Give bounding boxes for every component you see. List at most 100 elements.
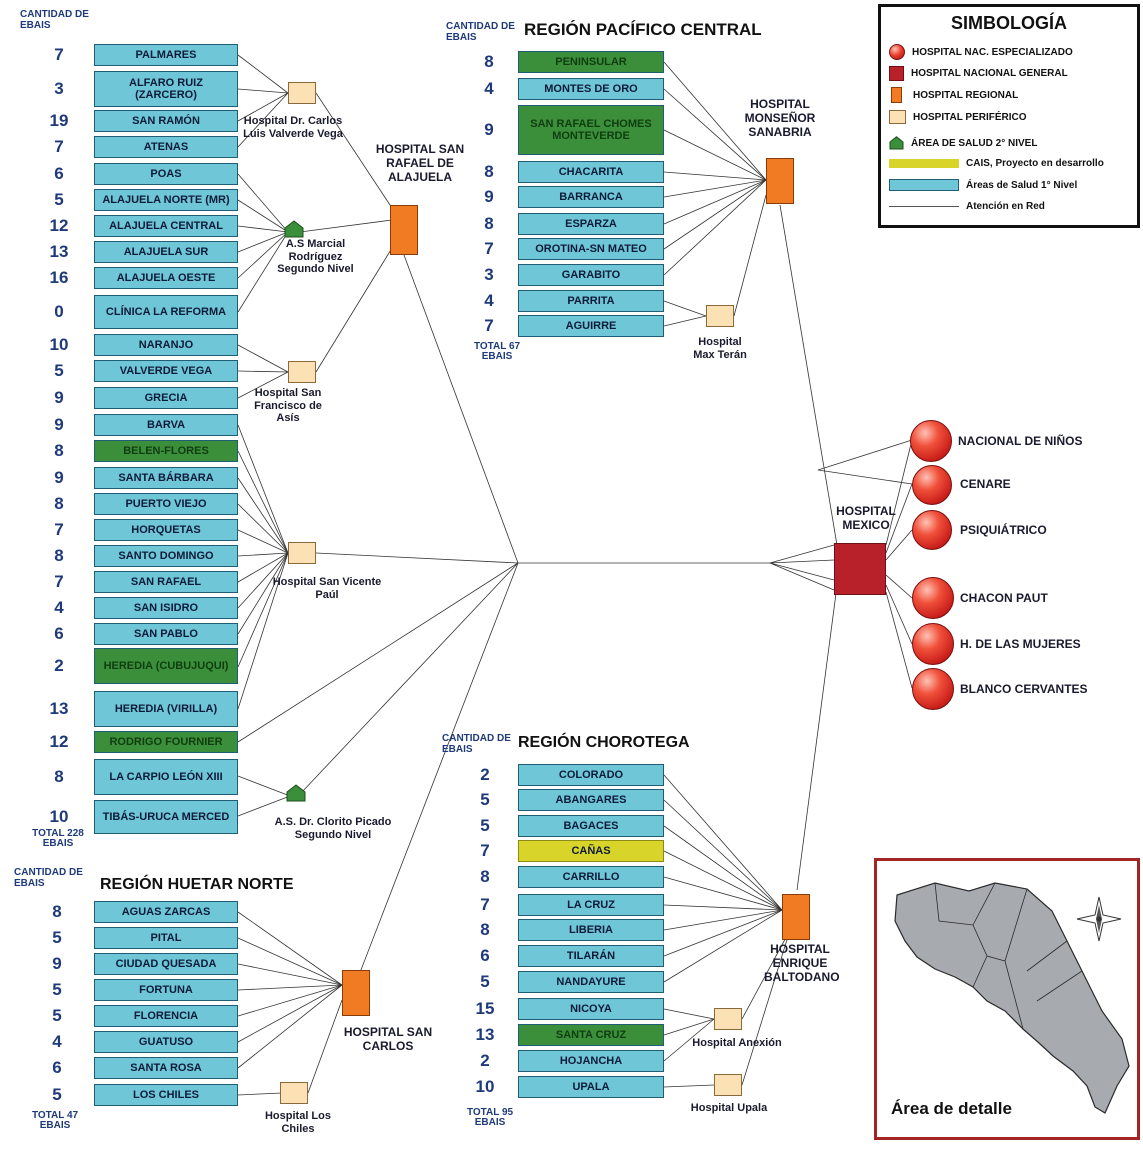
peripheral-hospital-icon <box>889 110 906 124</box>
ebais-count: 5 <box>52 1006 62 1025</box>
health-area-box: ABANGARES <box>518 789 664 811</box>
ebais-count: 13 <box>475 1025 495 1044</box>
legend-item-second-level: ÁREA DE SALUD 2° NIVEL <box>889 136 1037 150</box>
san-francisco-hospital-label: Hospital San Francisco de Asís <box>254 387 322 425</box>
general-hospital-icon <box>834 543 886 595</box>
health-area-box: FLORENCIA <box>94 1005 238 1027</box>
ebais-count: 8 <box>54 546 64 565</box>
specialized-hospital-label: PSIQUIÁTRICO <box>960 523 1047 537</box>
ebais-count: 7 <box>54 45 64 64</box>
specialized-hospital-icon <box>912 510 952 550</box>
ebais-count: 2 <box>480 1051 490 1070</box>
ebais-count: 0 <box>54 302 64 321</box>
ebais-count: 9 <box>54 388 64 407</box>
legend-item-cais: CAIS, Proyecto en desarrollo <box>889 158 1104 169</box>
legend-item-general: HOSPITAL NACIONAL GENERAL <box>889 66 1068 81</box>
health-area-box: SAN ISIDRO <box>94 597 238 619</box>
regional-hospital-icon <box>891 87 902 103</box>
san-carlos-hospital-label: HOSPITAL SAN CARLOS <box>343 1025 433 1053</box>
health-area-box: BELEN-FLORES <box>94 440 238 462</box>
health-area-box: PALMARES <box>94 44 238 66</box>
health-area-box: POAS <box>94 163 238 185</box>
huetar-norte-title: REGIÓN HUETAR NORTE <box>100 876 294 893</box>
specialized-hospital-icon <box>889 44 905 60</box>
ebais-count: 5 <box>52 928 62 947</box>
specialized-hospital-icon <box>912 623 954 665</box>
legend-title: SIMBOLOGÍA <box>951 13 1067 33</box>
health-area-box: ALAJUELA OESTE <box>94 267 238 289</box>
peripheral-hospital-icon <box>288 361 316 383</box>
health-area-box: ATENAS <box>94 136 238 158</box>
legend-item-peripheral: HOSPITAL PERIFÉRICO <box>889 110 1027 124</box>
peripheral-hospital-icon <box>288 542 316 564</box>
ebais-count: 12 <box>49 216 69 235</box>
health-area-box: HOJANCHA <box>518 1050 664 1072</box>
health-area-box: SAN RAFAEL CHOMES MONTEVERDE <box>518 105 664 155</box>
health-area-box: PENINSULAR <box>518 51 664 73</box>
ebais-count: 8 <box>484 162 494 181</box>
regional-hospital-icon <box>766 158 794 204</box>
health-area-box: GUATUSO <box>94 1031 238 1053</box>
ebais-count: 8 <box>480 867 490 886</box>
health-area-box: PUERTO VIEJO <box>94 493 238 515</box>
ebais-count: 8 <box>52 902 62 921</box>
health-area-box: TIBÁS-URUCA MERCED <box>94 800 238 834</box>
central-norte-total: TOTAL 228 EBAIS <box>32 828 84 849</box>
health-area-box: COLORADO <box>518 764 664 786</box>
ebais-count: 4 <box>484 79 494 98</box>
health-area-box: HEREDIA (VIRILLA) <box>94 691 238 727</box>
ebais-count: 7 <box>484 316 494 335</box>
health-area-box: SAN RAFAEL <box>94 571 238 593</box>
health-area-box: HEREDIA (CUBUJUQUI) <box>94 648 238 684</box>
pacifico-count-header: CANTIDAD DE EBAIS <box>446 21 515 43</box>
ebais-count: 5 <box>480 816 490 835</box>
legend-item-specialized: HOSPITAL NAC. ESPECIALIZADO <box>889 44 1073 60</box>
monsenor-sanabria-label: HOSPITAL MONSEÑOR SANABRIA <box>744 97 816 139</box>
chorotega-total: TOTAL 95 EBAIS <box>466 1107 514 1128</box>
ebais-count: 5 <box>52 980 62 999</box>
health-area-box: FORTUNA <box>94 979 238 1001</box>
ebais-count: 9 <box>52 954 62 973</box>
detail-map: Área de detalle <box>874 858 1140 1140</box>
health-area-box: LOS CHILES <box>94 1084 238 1106</box>
health-area-box: SANTA CRUZ <box>518 1024 664 1046</box>
compass-rose-icon <box>1076 896 1122 942</box>
ebais-count: 7 <box>54 520 64 539</box>
health-area-box: SANTA BÁRBARA <box>94 467 238 489</box>
specialized-hospital-icon <box>912 577 954 619</box>
central-norte-count-header: CANTIDAD DE EBAIS <box>20 9 89 31</box>
health-area-box: GARABITO <box>518 264 664 286</box>
health-area-box: UPALA <box>518 1076 664 1098</box>
chorotega-title: REGIÓN CHOROTEGA <box>518 734 690 751</box>
health-area-box: LA CARPIO LEÓN XIII <box>94 759 238 795</box>
health-area-box: ALAJUELA CENTRAL <box>94 215 238 237</box>
health-area-house-icon <box>284 220 304 238</box>
peripheral-hospital-icon <box>706 305 734 327</box>
ebais-count: 2 <box>480 765 490 784</box>
map-caption: Área de detalle <box>891 1099 1012 1118</box>
ebais-count: 10 <box>475 1077 495 1096</box>
ebais-count: 8 <box>484 214 494 233</box>
health-area-box: SAN PABLO <box>94 623 238 645</box>
health-area-box: PARRITA <box>518 290 664 312</box>
peripheral-hospital-icon <box>714 1008 742 1030</box>
health-area-box: ALFARO RUIZ (ZARCERO) <box>94 71 238 107</box>
ebais-count: 10 <box>49 807 69 826</box>
ebais-count: 9 <box>54 468 64 487</box>
health-area-box: PITAL <box>94 927 238 949</box>
health-area-box: BAGACES <box>518 815 664 837</box>
specialized-hospital-label: H. DE LAS MUJERES <box>960 637 1081 651</box>
ebais-count: 7 <box>480 841 490 860</box>
ebais-count: 5 <box>52 1085 62 1104</box>
specialized-hospital-icon <box>912 465 952 505</box>
ebais-count: 6 <box>480 946 490 965</box>
ebais-count: 9 <box>484 187 494 206</box>
peripheral-hospital-icon <box>280 1082 308 1104</box>
health-area-box: BARVA <box>94 414 238 436</box>
health-area-swatch <box>889 179 959 191</box>
ebais-count: 19 <box>49 111 69 130</box>
health-area-box: CHACARITA <box>518 161 664 183</box>
ebais-count: 8 <box>54 494 64 513</box>
san-rafael-alajuela-label: HOSPITAL SAN RAFAEL DE ALAJUELA <box>375 142 465 184</box>
